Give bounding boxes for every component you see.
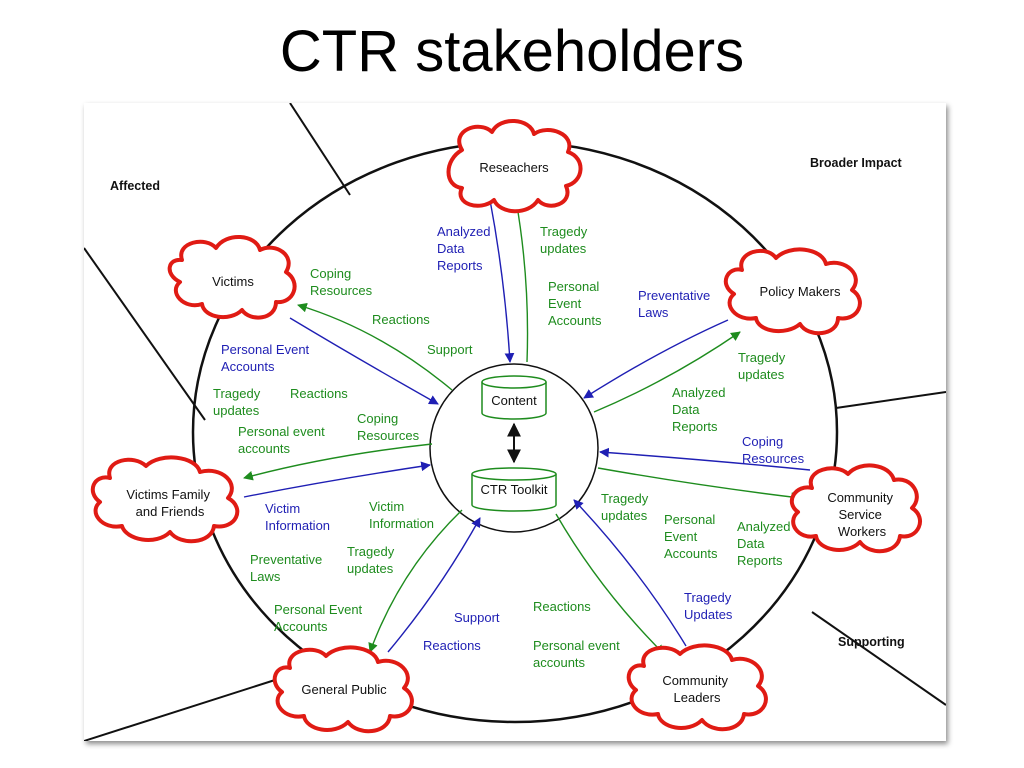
flow-policy-out-2: Analyzed Data Reports <box>672 385 729 434</box>
arrow-community-service-out <box>597 467 801 502</box>
flow-family-out-2: Reactions <box>290 386 348 401</box>
stakeholder-researchers: Reseachers <box>479 160 549 175</box>
flow-researchers-out-2: Personal Event Accounts <box>548 279 603 328</box>
flow-leaders-in: Tragedy Updates <box>684 590 735 622</box>
flow-victims-in: Personal Event Accounts <box>221 342 313 374</box>
divider-line-bottom-right <box>811 611 946 706</box>
arrow-family-out <box>243 443 433 481</box>
stakeholder-general-public: General Public <box>301 682 387 697</box>
stakeholder-community-service: Community Service Workers <box>827 490 896 539</box>
cloud-victims <box>167 234 297 320</box>
arrow-public-in <box>387 517 481 653</box>
flow-victims-out-3: Support <box>427 342 473 357</box>
flow-researchers-in: Analyzed Data Reports <box>437 224 494 273</box>
cloud-researchers <box>446 118 583 214</box>
flow-family-out-4: Coping Resources <box>357 411 420 443</box>
flow-victims-out-2: Reactions <box>372 312 430 327</box>
arrow-victims-in <box>289 317 439 405</box>
stakeholder-victims: Victims <box>212 274 254 289</box>
cloud-community-leaders <box>626 643 768 732</box>
flow-leaders-out-1: Reactions <box>533 599 591 614</box>
divider-line-right <box>835 391 946 409</box>
arrow-family-in <box>243 461 431 498</box>
cloud-policy-makers <box>723 247 862 336</box>
region-broader-impact: Broader Impact <box>810 156 903 170</box>
arrow-public-out <box>368 509 463 653</box>
cloud-community-service <box>790 463 922 553</box>
toolkit-database-icon <box>471 467 557 512</box>
cloud-family <box>90 455 240 544</box>
flow-researchers-out-1: Tragedy updates <box>540 224 591 256</box>
arrow-community-service-in <box>599 447 811 471</box>
region-affected: Affected <box>110 179 160 193</box>
divider-line-left <box>84 247 206 421</box>
arrow-leaders-out <box>555 513 665 655</box>
divider-line-top-left <box>289 103 351 196</box>
flow-family-out-1: Tragedy updates <box>213 386 264 418</box>
content-label: Content <box>491 393 537 408</box>
toolkit-label: CTR Toolkit <box>481 482 548 497</box>
page-title: CTR stakeholders <box>279 19 745 84</box>
flow-family-in-2: Victim Information <box>369 499 434 531</box>
flow-public-out-3: Personal Event Accounts <box>274 602 366 634</box>
arrow-leaders-in <box>573 499 687 647</box>
content-database-icon <box>481 375 547 420</box>
arrow-policy-out <box>593 331 741 413</box>
stakeholder-policy-makers: Policy Makers <box>760 284 841 299</box>
flow-victims-out-1: Coping Resources <box>310 266 373 298</box>
flow-public-in-2: Reactions <box>423 638 481 653</box>
stakeholder-community-leaders: Community Leaders <box>662 673 731 705</box>
stakeholder-family: Victims Family and Friends <box>126 487 213 519</box>
region-supporting: Supporting <box>838 635 905 649</box>
flow-leaders-out-2: Personal event accounts <box>533 638 623 670</box>
flow-community-service-in: Coping Resources <box>742 434 805 466</box>
flow-policy-out-1: Tragedy updates <box>738 350 789 382</box>
arrow-researchers-in <box>489 199 515 363</box>
arrow-victims-out <box>297 302 453 391</box>
flow-public-in-1: Support <box>454 610 500 625</box>
flow-policy-in: Preventative Laws <box>638 288 714 320</box>
flow-public-out-2: Tragedy updates <box>347 544 398 576</box>
flow-family-out-3: Personal event accounts <box>238 424 328 456</box>
flow-community-service-out-3: Analyzed Data Reports <box>737 519 794 568</box>
divider-line-bottom-left <box>84 679 276 741</box>
flow-community-service-out-1: Tragedy updates <box>601 491 652 523</box>
cloud-general-public <box>272 645 414 734</box>
arrow-policy-in <box>583 319 729 399</box>
flow-family-in-1: Victim Information <box>265 501 330 533</box>
flow-community-service-out-2: Personal Event Accounts <box>664 512 719 561</box>
flow-public-out-1: Preventative Laws <box>250 552 326 584</box>
arrow-researchers-out <box>512 199 529 363</box>
